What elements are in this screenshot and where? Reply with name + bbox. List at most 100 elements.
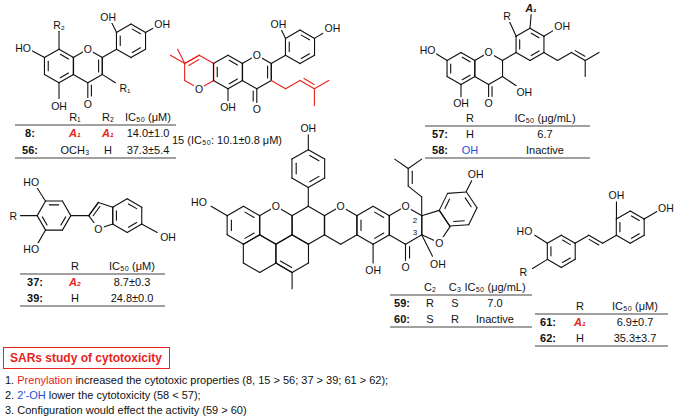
bond-line <box>59 74 74 82</box>
bond-line <box>128 223 136 228</box>
bond-line <box>73 58 74 75</box>
table-cell: A₁ <box>574 316 586 328</box>
atom-label: O <box>434 237 444 249</box>
atom-label: OH <box>299 122 317 134</box>
bond-line <box>131 49 146 57</box>
bond-line <box>619 223 620 232</box>
bond-line <box>631 216 639 221</box>
bond-line <box>571 52 585 60</box>
table-rule <box>425 126 590 127</box>
bond-line <box>73 58 74 75</box>
bond-line <box>603 235 617 243</box>
bond-line <box>475 77 489 85</box>
note-line: 3. Configuration would effect the activi… <box>5 403 247 417</box>
bond-line <box>301 54 309 59</box>
bond-line <box>259 216 260 235</box>
bond-line <box>228 80 243 88</box>
bond-line <box>465 198 471 207</box>
bond-line <box>644 219 645 235</box>
bond-line <box>98 60 99 72</box>
bond-line <box>132 29 140 34</box>
table-cell: H <box>576 332 584 344</box>
atom-label: R <box>502 10 512 22</box>
atom-label: O <box>336 200 346 212</box>
bond-line <box>408 186 422 197</box>
table-cell: 6.9±0.7 <box>617 316 654 328</box>
bond-line <box>454 220 465 222</box>
atom-label: OH <box>364 264 382 276</box>
bond-line <box>267 66 268 78</box>
bond-line <box>217 67 218 76</box>
bond-line <box>308 178 324 187</box>
table-cell: A₁ <box>69 127 81 139</box>
table-rule <box>20 306 165 307</box>
bond-line <box>102 49 116 57</box>
table-cell: 7.0 <box>487 297 502 309</box>
compound-number: 58: <box>432 144 448 156</box>
atom-label: OH <box>467 168 485 180</box>
bond-line <box>128 204 136 209</box>
bond-line <box>213 55 228 63</box>
bond-line <box>469 208 477 225</box>
bond-line <box>408 159 422 168</box>
atom-label: HO <box>190 196 208 208</box>
bond-line <box>37 201 45 216</box>
bond-line <box>292 150 308 159</box>
bond-line <box>116 211 117 220</box>
bond-line <box>59 49 74 57</box>
bond-line <box>243 235 259 244</box>
atom-label: O <box>83 98 93 110</box>
bond-line <box>280 261 291 268</box>
bond-line <box>61 217 66 225</box>
atom-label: OH <box>608 189 626 201</box>
bond-line <box>324 235 340 244</box>
table-rule <box>425 158 590 159</box>
note-line: 2.2'-OHlower the cytotoxicity (58 < 57); <box>5 388 201 402</box>
bond-line <box>116 24 131 32</box>
bond-line <box>631 234 639 239</box>
bond-line <box>44 58 45 75</box>
bond-line <box>292 216 293 235</box>
bond-line <box>227 216 228 235</box>
bond-line <box>286 80 300 88</box>
bond-line <box>231 220 232 231</box>
atom-label: OH <box>429 258 447 270</box>
bond-line <box>46 230 63 231</box>
bond-line <box>73 74 88 82</box>
bond-line <box>519 40 520 49</box>
bond-line <box>547 243 548 259</box>
table-cell: 24.8±0.0 <box>111 292 154 304</box>
bond-line <box>271 64 272 81</box>
table-header: IC₅₀ (μg/mL) <box>514 112 575 124</box>
atom-label: OH <box>553 20 571 32</box>
bond-line <box>589 235 603 243</box>
bond-line <box>260 235 276 244</box>
bond-line <box>535 235 548 243</box>
compound-number: 61: <box>540 316 556 328</box>
bond-line <box>259 216 260 235</box>
atom-label: OH <box>159 231 177 243</box>
bond-line <box>213 64 214 81</box>
bond-line <box>102 58 103 75</box>
bond-line <box>448 192 467 193</box>
bond-line <box>461 52 475 60</box>
bond-line <box>585 60 586 76</box>
bond-line <box>281 29 286 39</box>
atom-label: OH <box>99 11 117 23</box>
table-header: R <box>576 300 584 312</box>
bond-line <box>243 263 259 272</box>
bond-line <box>616 235 630 243</box>
bond-line <box>102 58 103 75</box>
table-rule <box>390 327 532 328</box>
bond-line <box>44 49 59 57</box>
bond-line <box>256 89 257 103</box>
bond-line <box>292 206 308 215</box>
table-cell: H <box>71 292 79 304</box>
bond-line <box>324 216 325 235</box>
bond-line <box>547 235 561 243</box>
bond-group <box>20 14 657 288</box>
bond-line <box>439 210 450 226</box>
bond-line <box>289 42 290 51</box>
bond-line <box>357 235 373 244</box>
title-box: SARs study of cytotoxicity <box>3 347 170 369</box>
